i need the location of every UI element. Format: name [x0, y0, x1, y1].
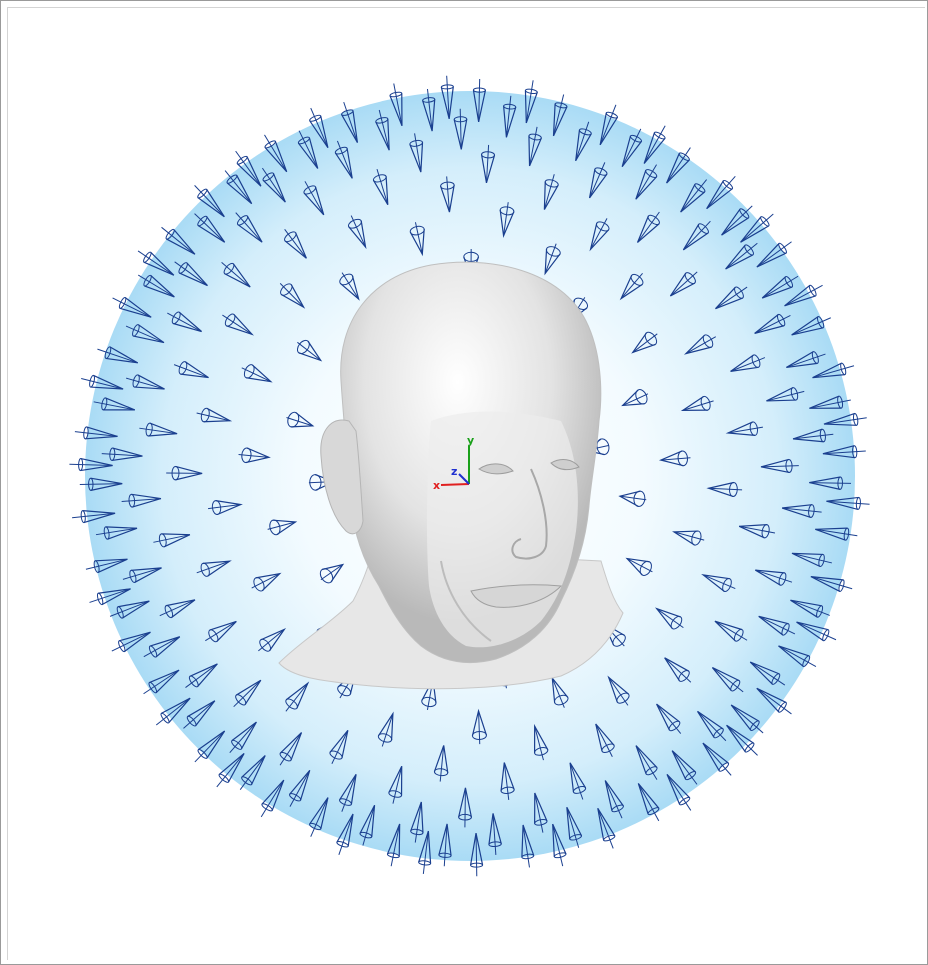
axis-x-line — [441, 484, 469, 485]
axis-y-label: y — [467, 434, 474, 447]
axis-x-label: x — [433, 479, 440, 492]
axis-z-label: z — [451, 465, 457, 478]
